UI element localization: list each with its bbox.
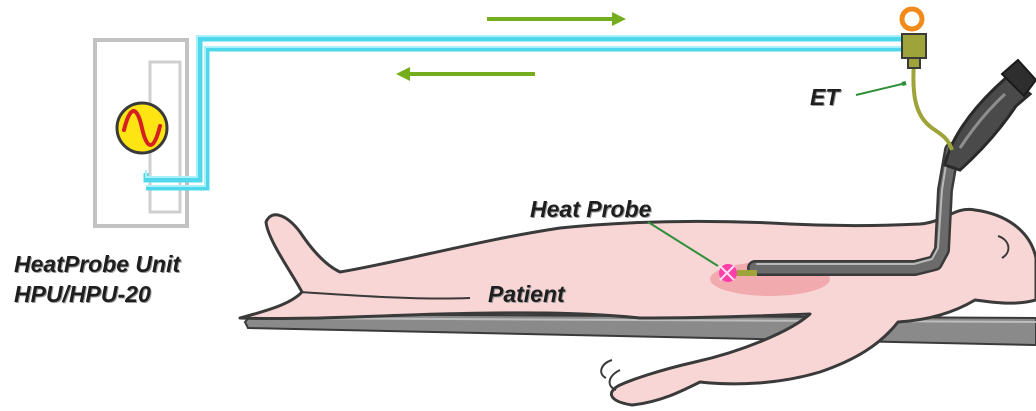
ac-sine-wave-icon — [117, 103, 167, 153]
cable-outer — [146, 39, 902, 180]
et-ring — [902, 9, 922, 29]
et-connector-body — [902, 34, 926, 58]
unit-label-line1: HeatProbe Unit — [14, 249, 180, 279]
et-leader-dot — [902, 83, 906, 84]
heat-probe-label: Heat Probe — [530, 198, 651, 221]
cable-lower — [146, 49, 902, 188]
patient-label: Patient — [488, 283, 565, 306]
et-connector — [902, 9, 952, 150]
arrow-left-icon — [396, 67, 535, 81]
unit-label-line2: HPU/HPU-20 — [14, 279, 180, 309]
arrow-right-icon — [487, 12, 626, 26]
cable-inner — [146, 36, 902, 177]
et-label: ET — [810, 86, 839, 109]
cable-lower-highlight — [146, 47, 902, 186]
patient-silhouette — [240, 209, 1036, 405]
probe-cable — [146, 36, 902, 188]
endoscope-handle-icon — [945, 60, 1036, 170]
et-leader — [856, 84, 902, 95]
heatprobe-unit-label: HeatProbe Unit HPU/HPU-20 — [14, 249, 180, 309]
et-tube — [913, 62, 952, 150]
patient-body — [240, 209, 1036, 405]
et-connector-neck — [908, 58, 920, 68]
